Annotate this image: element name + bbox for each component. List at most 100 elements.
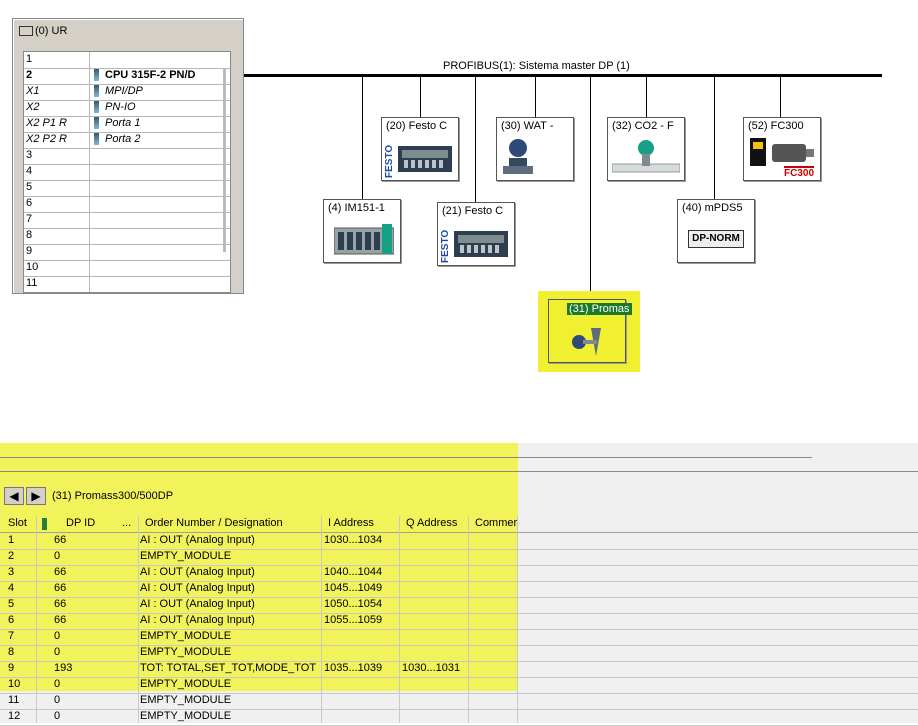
rack-slot-row[interactable]: 5	[24, 180, 230, 197]
node-52-fc300[interactable]: (52) FC300 FC300	[743, 117, 821, 181]
rack-col-sep	[89, 68, 90, 84]
node-label: (31) Promas	[567, 303, 632, 315]
col-slot[interactable]: Slot	[8, 517, 27, 529]
col-dpid[interactable]: DP ID	[66, 517, 96, 529]
node-label: (52) FC300	[748, 120, 804, 132]
rack-slot-row[interactable]: 9	[24, 244, 230, 261]
rack-col-sep	[89, 116, 90, 132]
rack-slot-row[interactable]: 3	[24, 148, 230, 165]
col-comment[interactable]: Commer	[475, 517, 517, 529]
cell-slot: 5	[8, 598, 15, 610]
rack-col-sep	[89, 100, 90, 116]
profibus-line[interactable]	[244, 74, 882, 77]
rack-module-label: CPU 315F-2 PN/D	[105, 69, 196, 81]
node-31-promass[interactable]: (31) Promas	[548, 299, 632, 363]
module-title: (31) Promass300/500DP	[52, 490, 174, 502]
forward-arrow-icon[interactable]: ▶	[26, 487, 46, 505]
rack-slot-row[interactable]: 11	[24, 276, 230, 292]
rack-slot-row[interactable]: X1 MPI/DP	[24, 84, 230, 101]
back-arrow-icon[interactable]: ◀	[4, 487, 24, 505]
col-qaddr[interactable]: Q Address	[406, 517, 458, 529]
bus-drop	[714, 77, 715, 199]
rack-slot-row[interactable]: 1	[24, 52, 230, 69]
node-21-festo[interactable]: (21) Festo C FESTO	[437, 202, 515, 266]
fc300-badge: FC300	[784, 166, 815, 179]
cell-dpid: 0	[54, 630, 61, 642]
cell-slot: 7	[8, 630, 15, 642]
col-order[interactable]: Order Number / Designation	[145, 517, 283, 529]
festo-valve-terminal-icon	[398, 146, 452, 172]
cell-dpid: 66	[54, 566, 67, 578]
rack-module-label: PN-IO	[105, 101, 136, 113]
module-icon	[94, 85, 99, 97]
rack-scrollbar[interactable]	[223, 69, 226, 252]
node-4-im151[interactable]: (4) IM151-1	[323, 199, 401, 263]
detail-highlight	[0, 443, 518, 691]
node-20-festo[interactable]: (20) Festo C FESTO	[381, 117, 459, 181]
module-icon	[94, 117, 99, 129]
module-col-icon	[42, 518, 47, 530]
rack-col-sep	[89, 180, 90, 196]
node-40-mpds5[interactable]: (40) mPDS5 DP-NORM	[677, 199, 755, 263]
rack-slot-row[interactable]: 8	[24, 228, 230, 245]
rack-slot-row[interactable]: 7	[24, 212, 230, 229]
bus-drop	[362, 77, 363, 199]
cell-order: AI : OUT (Analog Input)	[140, 614, 255, 626]
cell-iaddr: 1050...1054	[324, 598, 383, 610]
cell-iaddr: 1040...1044	[324, 566, 383, 578]
col-dots[interactable]: ...	[122, 517, 132, 529]
cell-dpid: 0	[54, 678, 61, 690]
rack-slot-number: 8	[26, 229, 33, 241]
rack-col-sep	[89, 276, 90, 292]
cell-slot: 6	[8, 614, 15, 626]
node-30-wat[interactable]: (30) WAT -	[496, 117, 574, 181]
rack-slot-number: X1	[26, 85, 40, 97]
et200s-icon	[334, 224, 394, 255]
grid-header: Slot DP ID ... Order Number / Designatio…	[0, 516, 918, 533]
bus-drop	[590, 77, 591, 295]
cell-order: EMPTY_MODULE	[140, 678, 232, 690]
node-label: (20) Festo C	[386, 120, 448, 132]
rack-slot-row[interactable]: 10	[24, 260, 230, 277]
col-iaddr[interactable]: I Address	[328, 517, 374, 529]
rack-slot-row[interactable]: 4	[24, 164, 230, 181]
analyzer-icon	[612, 140, 680, 173]
module-icon	[94, 69, 99, 81]
rack-module: MPI/DP	[94, 85, 228, 97]
cell-order: AI : OUT (Analog Input)	[140, 598, 255, 610]
rack-module-label: Porta 1	[105, 117, 141, 129]
cell-slot: 8	[8, 646, 15, 658]
rack-slot-row[interactable]: 6	[24, 196, 230, 213]
cell-dpid: 66	[54, 534, 67, 546]
drive-fc300-icon	[750, 138, 814, 166]
rack-slot-number: 4	[26, 165, 33, 177]
cell-slot: 12	[8, 710, 21, 722]
cell-qaddr: 1030...1031	[402, 662, 461, 674]
rack-slot-number: 10	[26, 261, 39, 273]
rack-module: PN-IO	[94, 101, 228, 113]
rack-module: Porta 2	[94, 133, 228, 145]
node-32-co2[interactable]: (32) CO2 - F	[607, 117, 685, 181]
bus-drop	[646, 77, 647, 117]
rack-slot-number: 6	[26, 197, 33, 209]
cell-dpid: 66	[54, 582, 67, 594]
flowmeter-icon	[503, 139, 533, 174]
